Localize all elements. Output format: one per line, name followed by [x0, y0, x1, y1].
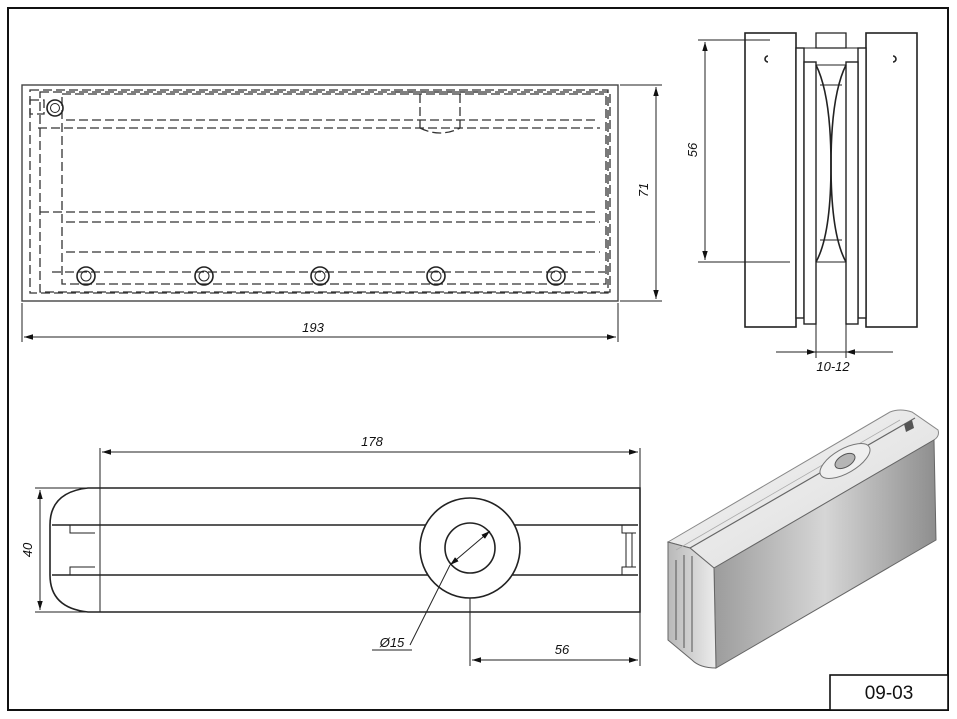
top-view-body	[21, 84, 619, 302]
screw-hole-icon	[546, 266, 566, 286]
dim-178: 178	[361, 434, 383, 449]
side-view: 56 10-12	[685, 32, 918, 374]
render-hole-icon	[834, 452, 856, 470]
dim-56-front: 56	[555, 642, 570, 657]
drawing-frame	[7, 7, 949, 711]
title-block: 09-03	[829, 674, 949, 711]
screw-hole-icon	[310, 266, 330, 286]
screw-holes	[76, 266, 566, 286]
dim-40: 40	[20, 542, 35, 557]
screw-hole-icon	[194, 266, 214, 286]
dim-71: 71	[636, 183, 651, 197]
screw-hole-icon	[426, 266, 446, 286]
drawing-number: 09-03	[865, 683, 914, 704]
pivot-hole-icon	[444, 522, 496, 574]
dim-193: 193	[302, 320, 324, 335]
isometric-render	[666, 409, 939, 669]
front-view: Ø15 178 56 40	[20, 434, 641, 666]
dim-56-side: 56	[685, 142, 700, 157]
top-view: 193 71	[21, 84, 662, 342]
dim-diameter-15: Ø15	[379, 635, 405, 650]
corner-screw-icon	[46, 99, 64, 117]
dim-10-12: 10-12	[816, 359, 850, 374]
screw-hole-icon	[76, 266, 96, 286]
